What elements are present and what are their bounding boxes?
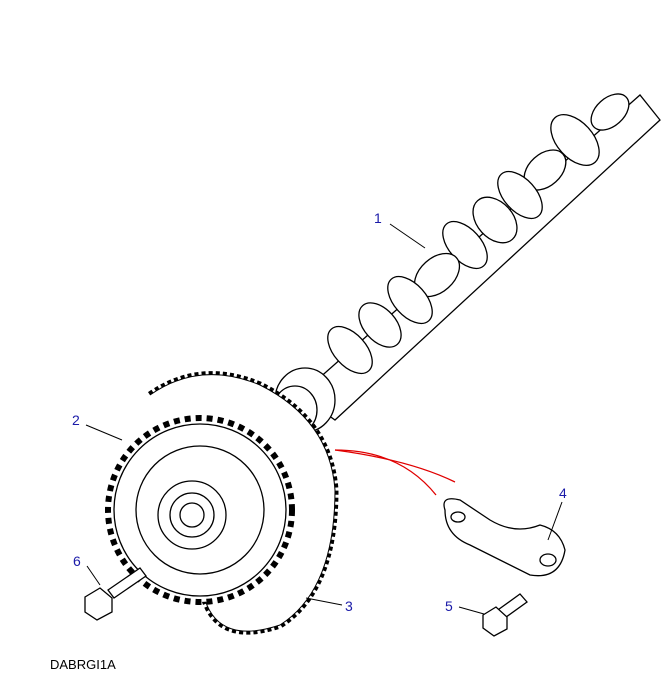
thrust-plate[interactable] [443, 498, 566, 577]
diagram-code: DABRGI1A [50, 657, 116, 672]
thrust-plate-bolt[interactable] [482, 593, 528, 637]
callout-1[interactable]: 1 [374, 210, 382, 226]
camshaft-sprocket[interactable] [105, 415, 295, 605]
callout-6[interactable]: 6 [73, 553, 81, 569]
callout-5[interactable]: 5 [445, 598, 453, 614]
camshaft[interactable] [272, 87, 661, 435]
callout-3[interactable]: 3 [345, 598, 353, 614]
callout-2[interactable]: 2 [72, 412, 80, 428]
leader-lines [85, 223, 563, 615]
callout-4[interactable]: 4 [559, 485, 567, 501]
sprocket-bolt[interactable] [84, 567, 147, 621]
assembly-arrow [334, 449, 456, 496]
